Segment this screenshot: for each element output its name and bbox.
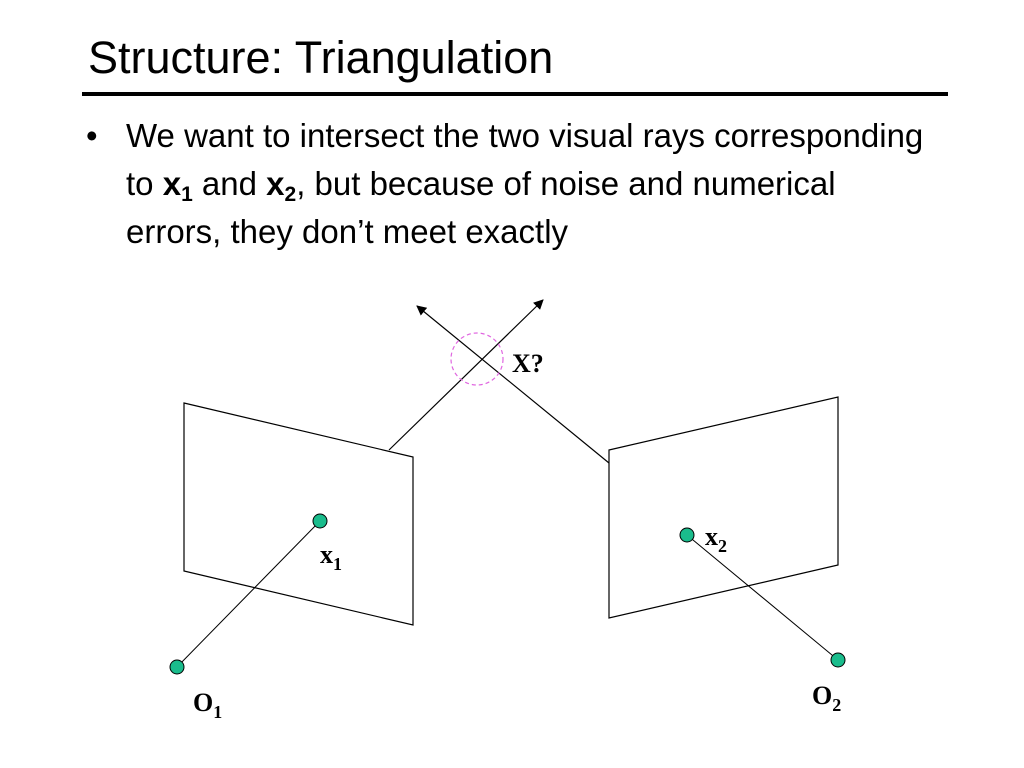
point-x1 [312, 513, 328, 529]
label-x1: x1 [320, 540, 342, 574]
label-o2-base: O [812, 681, 832, 710]
image-plane-right [608, 396, 839, 619]
bullet-x2-base: x [266, 165, 285, 202]
label-x2: x2 [705, 522, 727, 556]
label-x2-base: x [705, 522, 718, 551]
ray-segment-o2-x2 [686, 534, 839, 661]
point-o2 [830, 652, 846, 668]
label-x1-base: x [320, 540, 333, 569]
label-o2: O2 [812, 681, 841, 715]
label-x2-subscript: 2 [718, 536, 727, 556]
label-o1: O1 [193, 688, 222, 722]
label-x1-subscript: 1 [333, 554, 342, 574]
bullet-marker: • [86, 117, 98, 154]
point-o1 [169, 659, 185, 675]
bullet-text: We want to intersect the two visual rays… [126, 112, 926, 256]
visual-ray-right [416, 305, 610, 464]
bullet-x2-symbol: x2 [266, 165, 296, 205]
bullet-x1-symbol: x1 [162, 165, 193, 205]
title-underline [82, 92, 948, 96]
visual-ray-left [388, 299, 544, 451]
image-plane-left [183, 402, 414, 626]
point-x2 [679, 527, 695, 543]
label-o1-subscript: 1 [213, 702, 222, 722]
bullet-x2-subscript: 2 [284, 183, 297, 206]
bullet-x1-subscript: 1 [181, 183, 193, 206]
bullet-x1-base: x [162, 165, 182, 202]
intersection-uncertainty-circle [450, 332, 504, 386]
label-o2-subscript: 2 [832, 695, 841, 715]
slide-title: Structure: Triangulation [88, 32, 554, 83]
bullet-text-part3: , but because of noise and numerical err… [126, 165, 836, 250]
label-x-question: X? [512, 349, 544, 378]
label-o1-base: O [193, 688, 213, 717]
ray-segment-o1-x1 [176, 520, 321, 668]
bullet-text-part1: We want to intersect the two visual rays… [126, 117, 924, 202]
bullet-text-part2: and [192, 165, 267, 202]
